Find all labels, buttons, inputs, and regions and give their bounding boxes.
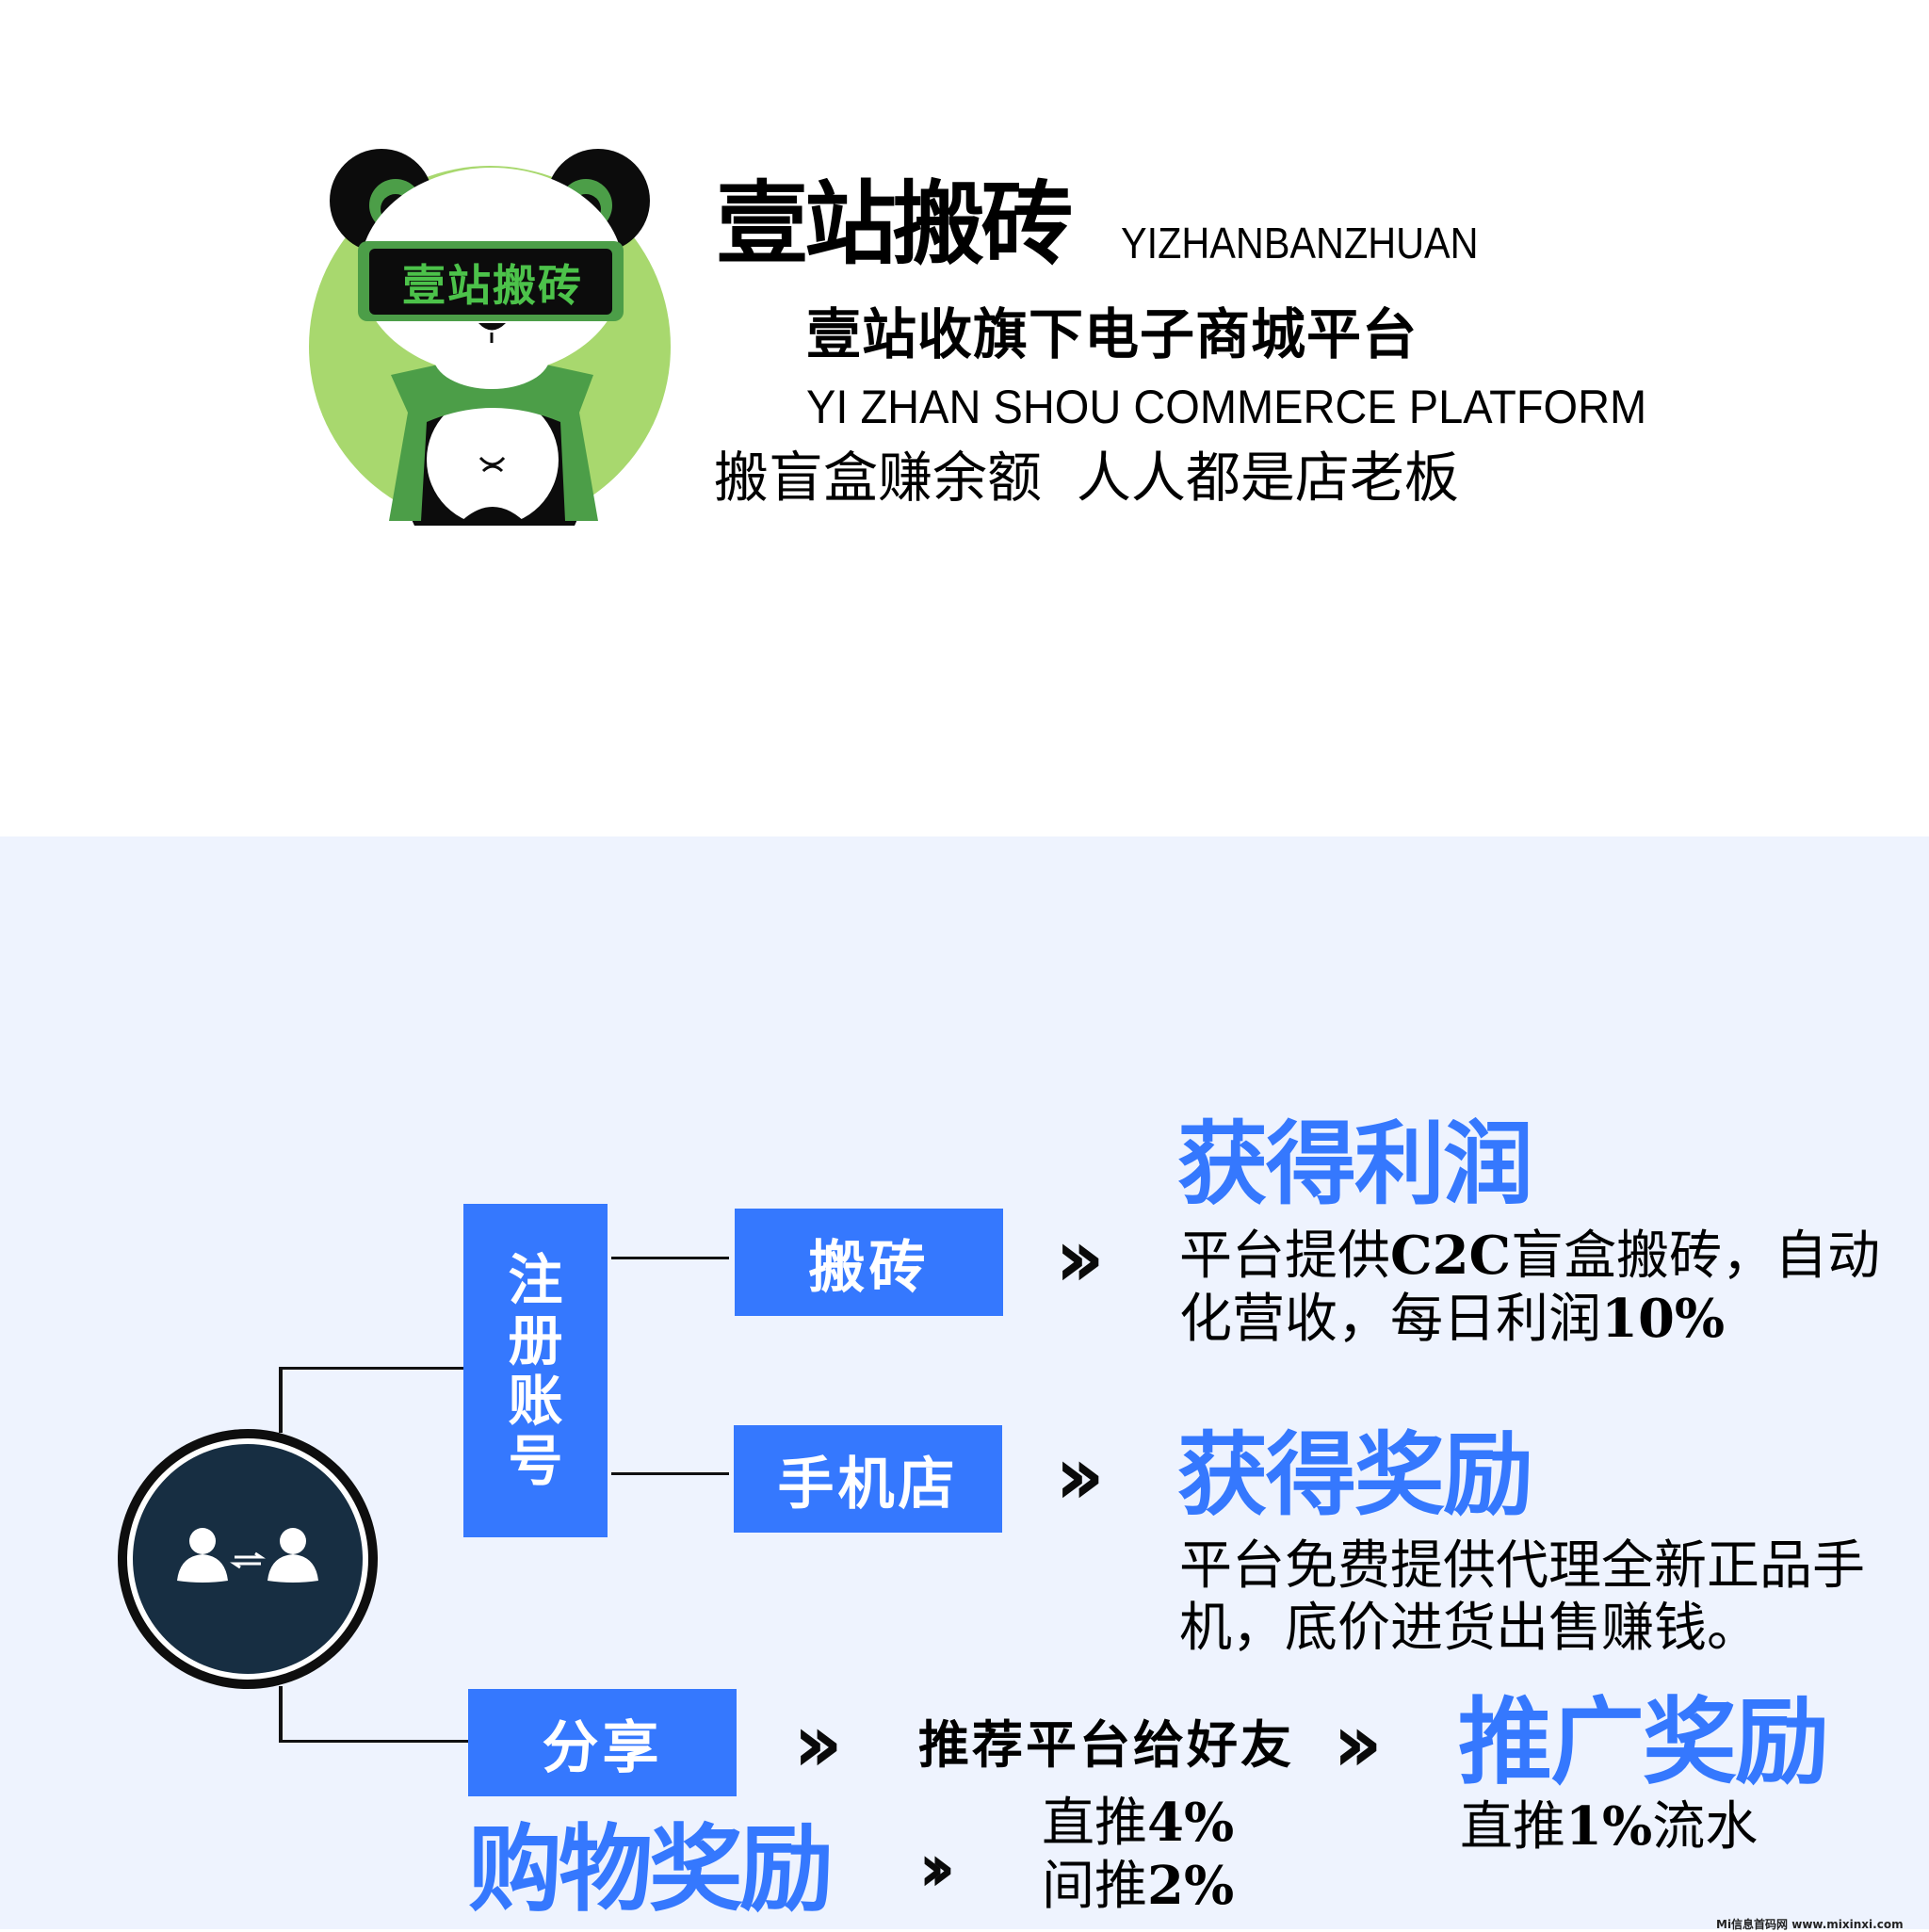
profit-description: 平台提供C2C盲盒搬砖，自动化营收，每日利润10% xyxy=(1179,1225,1881,1350)
subtitle-chinese: 壹站收旗下电子商城平台 xyxy=(806,302,1418,366)
panda-logo: 壹站搬砖 xyxy=(306,149,683,528)
register-label-char: 账 xyxy=(508,1369,563,1433)
register-label-char: 注 xyxy=(508,1248,563,1312)
slogan: 搬盲盒赚余额 人人都是店老板 xyxy=(714,446,1459,510)
header-section xyxy=(0,0,1929,836)
promotion-reward-description: 直推1%流水 xyxy=(1460,1795,1759,1858)
brand-pinyin: YIZHANBANZHUAN xyxy=(1121,219,1479,268)
double-chevron-icon: ›› xyxy=(918,1829,955,1907)
user-exchange-icon xyxy=(177,1528,318,1583)
brick-moving-box[interactable]: 搬砖 xyxy=(735,1209,1003,1316)
shopping-reward-rates: 直推4% 间推2% xyxy=(1042,1792,1234,1918)
share-box[interactable]: 分享 xyxy=(468,1689,737,1796)
double-chevron-icon: ›› xyxy=(793,1697,843,1791)
register-label-char: 册 xyxy=(508,1308,563,1372)
connector-line xyxy=(279,1367,283,1433)
root-user-node xyxy=(118,1429,378,1689)
reward-description: 平台免费提供代理全新正品手机，底价进货出售赚钱。 xyxy=(1179,1535,1865,1659)
register-account-box[interactable]: 注 册 账 号 xyxy=(463,1204,608,1537)
connector-line xyxy=(279,1367,463,1370)
promotion-reward-heading: 推广奖励 xyxy=(1458,1687,1829,1797)
double-chevron-icon: ›› xyxy=(1055,1429,1105,1523)
reward-heading: 获得奖励 xyxy=(1177,1422,1533,1528)
diagram-section xyxy=(0,836,1929,1929)
indirect-rate: 间推2% xyxy=(1042,1855,1235,1917)
phone-store-box[interactable]: 手机店 xyxy=(734,1425,1002,1533)
direct-rate: 直推4% xyxy=(1042,1792,1235,1854)
watermark: Mi信息首码网 www.mixinxi.com xyxy=(1716,1918,1904,1931)
double-chevron-icon: ›› xyxy=(1333,1697,1383,1791)
shopping-reward-heading: 购物奖励 xyxy=(468,1814,834,1924)
connector-line xyxy=(611,1472,729,1475)
logo-badge-text: 壹站搬砖 xyxy=(402,260,583,311)
double-chevron-icon: ›› xyxy=(1055,1211,1105,1306)
brand-title: 壹站搬砖 xyxy=(716,171,1073,277)
profit-heading: 获得利润 xyxy=(1177,1112,1533,1217)
connector-line xyxy=(279,1740,468,1743)
subtitle-english: YI ZHAN SHOU COMMERCE PLATFORM xyxy=(806,381,1647,433)
connector-line xyxy=(611,1257,729,1259)
register-label-char: 号 xyxy=(508,1429,563,1493)
recommend-to-friends-text: 推荐平台给好友 xyxy=(918,1715,1294,1775)
connector-line xyxy=(279,1686,283,1743)
